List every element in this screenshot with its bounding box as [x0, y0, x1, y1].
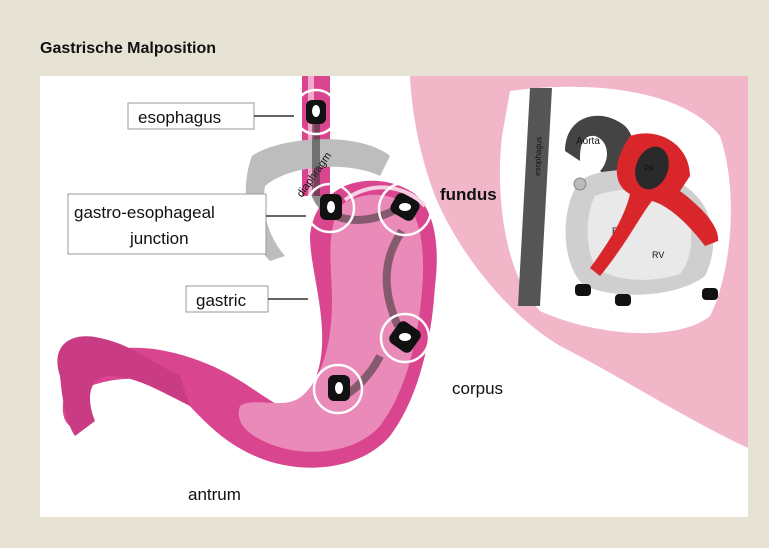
stomach-diagram: diaphragm [40, 76, 748, 517]
heart-marker-2 [615, 294, 631, 306]
label-esophagus-group: esophagus [128, 103, 294, 129]
heart-marker-3 [702, 288, 718, 300]
label-gastric-group: gastric [186, 286, 308, 312]
antrum-duodenum [57, 336, 190, 436]
label-gej-line2: junction [129, 229, 189, 248]
heart-marker-1 [575, 284, 591, 296]
label-esophagus: esophagus [138, 108, 221, 127]
label-corpus: corpus [452, 379, 503, 398]
pa-label: PA [644, 164, 655, 173]
label-antrum: antrum [188, 485, 241, 504]
figure-title: Gastrische Malposition [40, 40, 216, 58]
rv-label: RV [652, 250, 664, 260]
label-gastric: gastric [196, 291, 247, 310]
label-fundus: fundus [440, 185, 497, 204]
label-gej-line1: gastro-esophageal [74, 203, 215, 222]
aorta-label: Aorta [576, 136, 600, 147]
illustration-panel: diaphragm [40, 76, 748, 517]
esophagus-small-label: esophagus [533, 137, 543, 176]
